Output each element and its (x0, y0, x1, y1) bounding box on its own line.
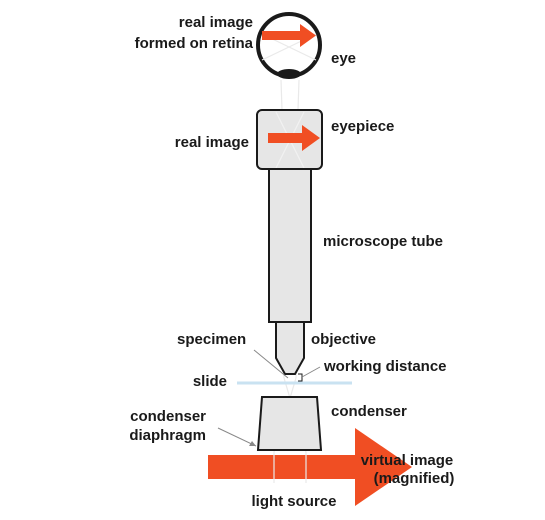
label-working-distance: working distance (323, 358, 447, 375)
label-virtual-image-line1: virtual image (361, 452, 454, 469)
label-slide: slide (193, 373, 227, 390)
condenser-diaphragm-pointer (217, 427, 257, 447)
label-virtual-image-line2: (magnified) (374, 470, 455, 487)
real-image-arrow (268, 125, 320, 151)
label-eyepiece: eyepiece (331, 118, 394, 135)
label-condenser-diaphragm-line1: condenser (130, 408, 206, 425)
label-condenser-diaphragm-line2: diaphragm (129, 427, 206, 444)
objective-lens (275, 321, 305, 375)
working-distance-pointer (301, 366, 321, 378)
label-specimen: specimen (177, 331, 246, 348)
specimen-pointer (253, 349, 289, 379)
label-eye: eye (331, 50, 356, 67)
microscope-tube (268, 168, 312, 323)
label-real-image: real image (175, 134, 249, 151)
condenser (256, 396, 323, 451)
label-objective: objective (311, 331, 376, 348)
label-retina-line1: real image (179, 14, 253, 31)
label-retina-line2: formed on retina (135, 35, 254, 52)
label-microscope-tube: microscope tube (323, 233, 443, 250)
virtual-image-arrow (208, 428, 412, 506)
label-light-source: light source (251, 493, 336, 510)
working-distance-bracket (298, 373, 303, 382)
eye-icon (256, 12, 322, 79)
label-condenser: condenser (331, 403, 407, 420)
condenser-diaphragm-pointer-head (249, 441, 256, 446)
retina-image-arrow (262, 24, 316, 47)
eyepiece (256, 109, 323, 170)
